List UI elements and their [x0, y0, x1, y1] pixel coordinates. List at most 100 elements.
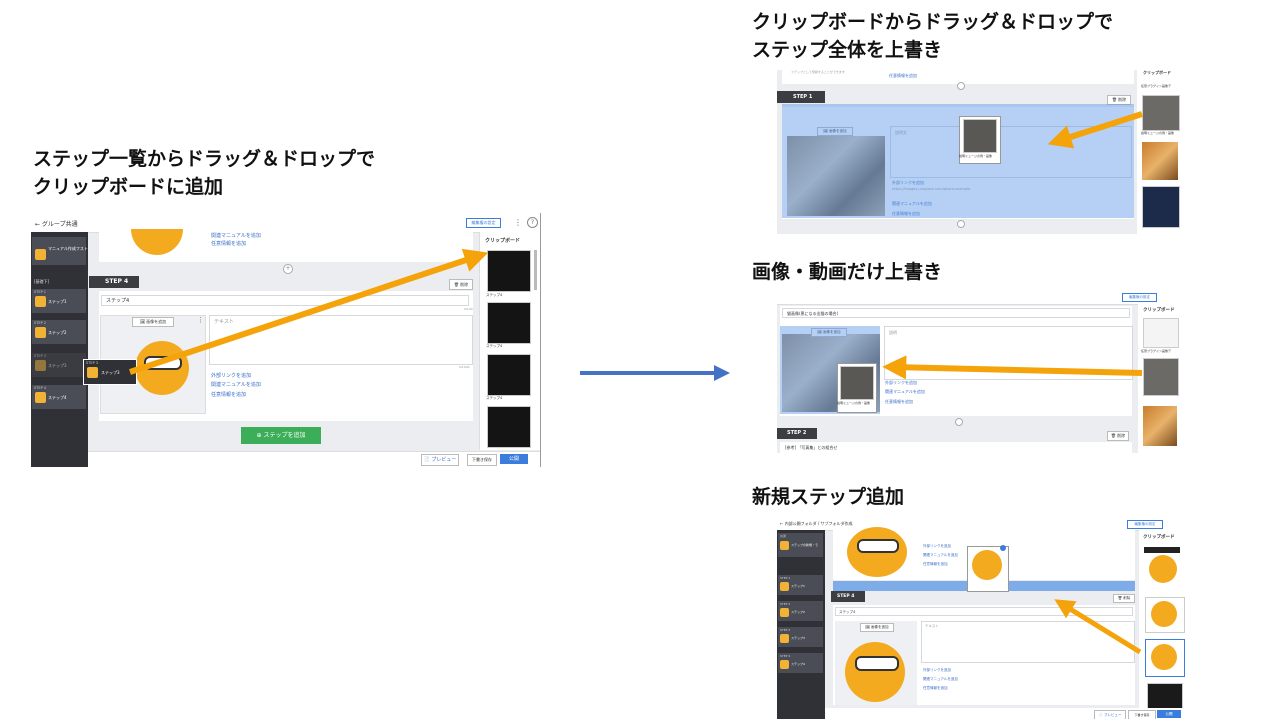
- step-title-field[interactable]: ステップ4: [101, 295, 469, 306]
- clipboard-item-image[interactable]: [1142, 142, 1178, 180]
- link-optional-info[interactable]: 任意情報を追加: [923, 562, 948, 566]
- clipboard-item-label: 説明ミュージの例・画像: [1141, 131, 1174, 135]
- clipboard-item-label: ステップ4: [486, 396, 503, 400]
- clipboard-item-image[interactable]: [1143, 358, 1179, 396]
- sidebar-step-num: STEP 1: [34, 290, 47, 294]
- owl-glasses: [855, 656, 899, 671]
- delete-label: 削除: [1118, 97, 1127, 102]
- url-field[interactable]: https://images.unsplash.com/photo-exampl…: [892, 187, 971, 191]
- caption-mid-right: 画像・動画だけ上書き: [752, 261, 943, 283]
- clipboard-item-image[interactable]: [487, 406, 531, 448]
- add-image-button[interactable]: 🖼 画像を追加: [811, 328, 847, 337]
- more-menu-icon[interactable]: ⋮: [514, 218, 522, 227]
- sidebar-step-label: ステップ3: [791, 636, 805, 640]
- add-between-icon[interactable]: [955, 418, 963, 426]
- preview-button[interactable]: 📄 プレビュー: [421, 454, 459, 466]
- delete-step-button[interactable]: 🗑 削除: [1107, 431, 1129, 441]
- delete-step-button[interactable]: 🗑 削除: [1107, 95, 1131, 105]
- link-optional-info[interactable]: 任意情報を追加: [889, 73, 917, 78]
- link-related-manual[interactable]: 関連マニュアルを追加: [211, 382, 261, 388]
- clipboard-item-image[interactable]: [1142, 186, 1180, 228]
- edit-permission-button[interactable]: 編集権の設定: [466, 218, 501, 228]
- sidebar-thumb: [35, 249, 46, 260]
- add-image-label: 画像を追加: [829, 129, 847, 133]
- clipboard-item-image[interactable]: [1149, 555, 1177, 583]
- sidebar-thumb: [780, 634, 789, 643]
- image-menu-icon[interactable]: ⋮: [197, 316, 204, 324]
- link-optional-info[interactable]: 任意情報を追加: [923, 686, 948, 690]
- delete-label: 削除: [460, 282, 469, 287]
- previous-step-card: [782, 70, 1134, 84]
- owl-glasses: [144, 356, 182, 370]
- sidebar-step-4[interactable]: [778, 653, 823, 673]
- save-draft-button[interactable]: 下書き保存: [467, 454, 497, 466]
- clipboard-item-image[interactable]: [1143, 406, 1177, 446]
- link-related-manual[interactable]: 関連マニュアルを追加: [885, 389, 925, 394]
- add-between-icon[interactable]: +: [283, 264, 293, 274]
- add-image-button[interactable]: 🖼 画像を追加: [132, 317, 174, 327]
- clipboard-item-image[interactable]: [1144, 547, 1180, 553]
- step-tag: STEP 2: [777, 428, 817, 439]
- step-text-area[interactable]: [921, 621, 1135, 663]
- edit-permission-button[interactable]: 編集権の設定: [1127, 520, 1163, 529]
- header-bar: [31, 213, 540, 233]
- link-external[interactable]: 外部リンクを追加: [885, 380, 917, 385]
- sidebar-step-num: STEP 1: [780, 576, 791, 580]
- caption-top-right: クリップボードからドラッグ＆ドロップで ステップ全体を上書き: [752, 11, 1114, 61]
- sidebar-step-num: STEP 4: [780, 654, 791, 658]
- header-bar: [777, 290, 1186, 305]
- clipboard-item-owl: [1151, 601, 1177, 627]
- add-between-icon[interactable]: [957, 82, 965, 90]
- step-text-area[interactable]: [884, 326, 1133, 380]
- dragged-item-image: [840, 366, 874, 400]
- step-sidebar: [777, 530, 825, 719]
- back-link[interactable]: ← グループ共通: [35, 221, 78, 228]
- sidebar-step-2[interactable]: [778, 601, 823, 621]
- clipboard-item-image[interactable]: [487, 250, 531, 292]
- help-icon[interactable]: ?: [527, 217, 538, 228]
- link-external[interactable]: 外部リンクを追加: [923, 544, 951, 548]
- clipboard-item-image[interactable]: [487, 354, 531, 396]
- clipboard-item-image[interactable]: [1142, 95, 1180, 131]
- link-related-manual[interactable]: 関連マニュアルを追加: [923, 677, 958, 681]
- add-step-button[interactable]: ⊕ ステップを追加: [241, 427, 321, 444]
- caption-bottom-right: 新規ステップ追加: [752, 486, 905, 508]
- delete-step-button[interactable]: 🗑 削除: [449, 279, 473, 290]
- link-external[interactable]: 外部リンクを追加: [211, 373, 252, 379]
- clipboard-item-image[interactable]: [1147, 683, 1183, 709]
- next-step-title: [参考] 「写真集」との組合せ: [785, 445, 838, 450]
- clipboard-item-image[interactable]: [1143, 318, 1179, 348]
- link-related-manual[interactable]: 関連マニュアルを追加: [211, 233, 261, 239]
- link-optional-info[interactable]: 任意情報を追加: [885, 399, 913, 404]
- sidebar-thumb: [35, 392, 46, 403]
- step-title-field[interactable]: 猫画像(黒になる出猫の場合): [782, 308, 1130, 318]
- link-optional-info[interactable]: 任意情報を追加: [211, 392, 247, 398]
- add-between-icon[interactable]: [957, 220, 965, 228]
- link-optional-info[interactable]: 任意情報を追加: [211, 241, 247, 247]
- preview-button[interactable]: 📄 プレビュー: [1094, 710, 1126, 719]
- sidebar-step-label: ステップ2: [791, 610, 805, 614]
- sidebar-section-common: 共通: [780, 534, 787, 538]
- delete-step-button[interactable]: 🗑 削除: [1113, 594, 1135, 603]
- text-placeholder: テキスト: [214, 319, 234, 325]
- add-image-button[interactable]: 🖼 画像を追加: [860, 623, 894, 632]
- link-related-manual[interactable]: 関連マニュアルを追加: [892, 201, 932, 206]
- publish-button[interactable]: 公開: [500, 454, 528, 464]
- step-text-area[interactable]: [209, 315, 473, 365]
- save-draft-button[interactable]: 下書き保存: [1128, 710, 1156, 719]
- link-external[interactable]: 外部リンクを追加: [923, 668, 951, 672]
- step-tag: STEP 4: [89, 276, 139, 288]
- clipboard-scrollbar[interactable]: [534, 250, 537, 290]
- link-related-manual[interactable]: 関連マニュアルを追加: [923, 553, 958, 557]
- sidebar-step-3[interactable]: [778, 627, 823, 647]
- link-external[interactable]: 外部リンクを追加: [892, 180, 924, 185]
- step-title-field[interactable]: ステップ4: [835, 607, 1133, 616]
- link-optional-info[interactable]: 任意情報を追加: [892, 211, 920, 216]
- edit-permission-button[interactable]: 編集権の設定: [1122, 293, 1157, 302]
- publish-button[interactable]: 公開: [1157, 710, 1181, 718]
- clipboard-title: クリップボード: [485, 238, 521, 244]
- breadcrumb[interactable]: ← 内部公開フォルダ / サブフォルダ作成: [780, 521, 853, 526]
- sidebar-step-1[interactable]: [778, 575, 823, 595]
- clipboard-item-image[interactable]: [487, 302, 531, 344]
- add-image-button[interactable]: 🖼 画像を追加: [817, 127, 853, 136]
